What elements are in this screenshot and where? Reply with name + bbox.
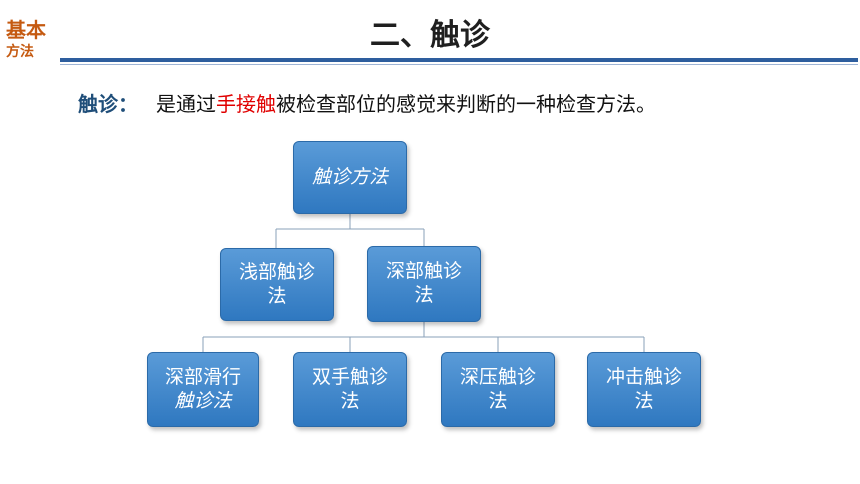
- node-press-line1: 深压触诊: [459, 365, 536, 388]
- node-ballot-line2: 法: [634, 389, 654, 412]
- definition-text-after: 被检查部位的感觉来判断的一种检查方法。: [276, 92, 656, 116]
- node-shallow-line2: 法: [267, 284, 287, 307]
- node-root: 触诊方法: [293, 141, 407, 214]
- definition-term: 触诊：: [78, 92, 138, 116]
- definition-text-before: 是通过: [156, 92, 216, 116]
- definition-emphasis: 手接触: [216, 92, 276, 116]
- node-deep-press-palpation: 深压触诊 法: [441, 352, 555, 427]
- node-ballot-line1: 冲击触诊: [605, 365, 682, 388]
- node-press-line2: 法: [488, 389, 508, 412]
- node-ballottement-palpation: 冲击触诊 法: [587, 352, 701, 427]
- title-divider: [60, 58, 858, 62]
- node-root-label: 触诊方法: [311, 165, 388, 188]
- node-shallow-palpation: 浅部触诊 法: [220, 248, 334, 321]
- section-label-line2: 方法: [6, 44, 34, 60]
- node-shallow-line1: 浅部触诊: [238, 260, 315, 283]
- node-deep-line1: 深部触诊: [385, 260, 462, 283]
- node-sliding-line1: 深部滑行: [164, 365, 241, 388]
- section-label-line1: 基本: [6, 18, 46, 42]
- node-deep-palpation: 深部触诊 法: [367, 246, 481, 322]
- section-label: 基本 方法: [6, 18, 46, 61]
- node-bimanual-palpation: 双手触诊 法: [293, 352, 407, 427]
- title-divider-thin: [60, 64, 858, 65]
- node-deep-sliding-palpation: 深部滑行 触诊法: [147, 352, 259, 427]
- node-sliding-line2: 触诊法: [174, 389, 232, 412]
- definition-line: 触诊： 是通过手接触被检查部位的感觉来判断的一种检查方法。: [78, 88, 656, 117]
- slide-title: 二、触诊: [370, 18, 490, 53]
- node-bimanual-line2: 法: [340, 389, 360, 412]
- node-deep-line2: 法: [414, 284, 434, 306]
- node-bimanual-line1: 双手触诊: [311, 365, 388, 388]
